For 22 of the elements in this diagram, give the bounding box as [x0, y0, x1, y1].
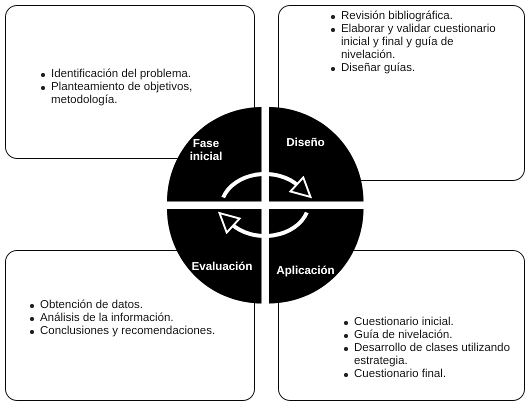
bullet-item: Análisis de la información.	[28, 312, 248, 325]
phase-label: Diseño	[285, 137, 326, 150]
bullet-item: Conclusiones y recomendaciones.	[28, 325, 248, 338]
phase-label: Fase inicial	[188, 138, 224, 164]
bullet-item: Identificación del problema.	[39, 68, 229, 81]
text-box	[278, 250, 525, 401]
bullet-item: Revisión bibliográfica.	[329, 10, 507, 23]
bullet-item: Guía de nivelación.	[342, 329, 512, 342]
text-box	[5, 5, 255, 159]
curved-arrow	[221, 172, 312, 198]
text-box	[5, 250, 255, 401]
bullet-item: Cuestionario final.	[342, 368, 512, 381]
bullet-item: Elaborar y validar cuestionario inicial y final y guía de nivelación.	[329, 23, 507, 62]
curved-arrow	[218, 212, 309, 238]
bullet-item: Obtención de datos.	[28, 299, 248, 312]
bullet-item: Desarrollo de clases utilizando estrategia.	[342, 342, 512, 368]
text-box	[278, 5, 525, 181]
phase-label: Evaluación	[190, 260, 254, 274]
bullet-item: Diseñar guías.	[329, 62, 507, 75]
phase-label: Aplicación	[275, 264, 336, 278]
bullet-item: Cuestionario inicial.	[342, 316, 512, 329]
bullet-item: Planteamiento de objetivos, metodología.	[39, 81, 229, 107]
